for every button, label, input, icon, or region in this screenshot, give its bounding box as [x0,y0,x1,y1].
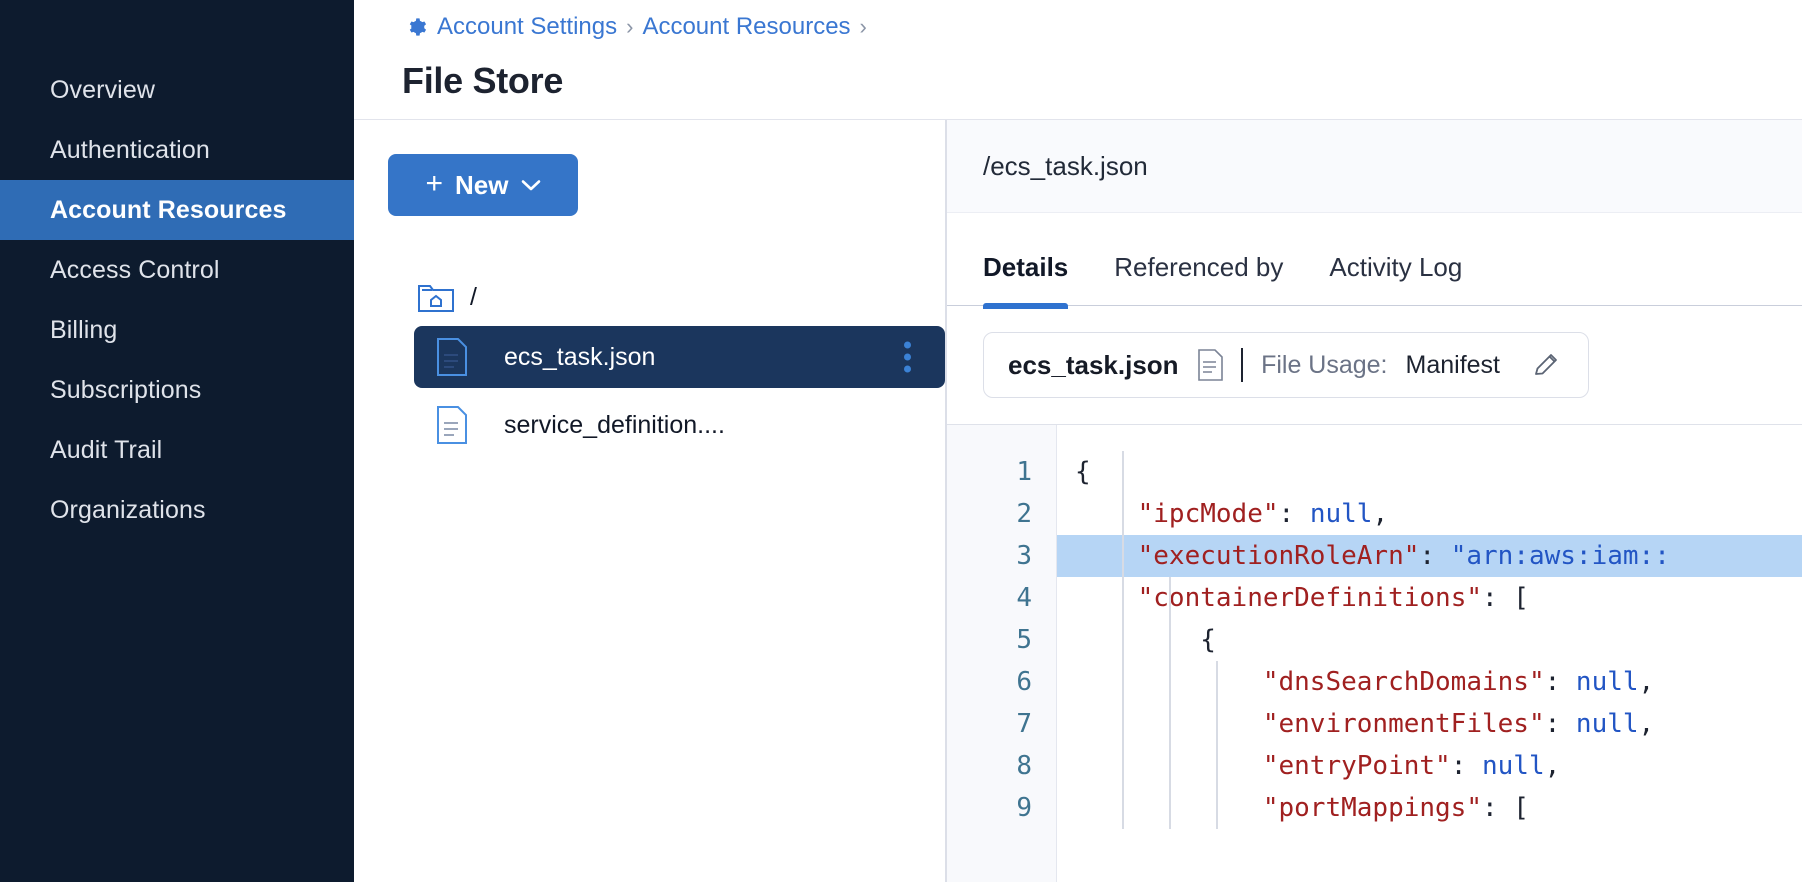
content-panes: + New [354,120,1802,882]
code-line: "environmentFiles": null, [1262,709,1655,739]
file-row-service-definition[interactable]: service_definition.... [414,394,945,456]
file-name: service_definition.... [504,410,725,439]
sidebar-item-label: Overview [50,75,155,104]
folder-home-icon [416,280,456,314]
document-icon [1197,349,1223,381]
file-row-ecs-task[interactable]: ecs_task.json [414,326,945,388]
indent-guide [1169,577,1171,829]
page-title: File Store [402,60,564,101]
sidebar-item-access-control[interactable]: Access Control [0,240,354,300]
file-usage-card: ecs_task.json File Usage: Manifest [983,332,1589,398]
usage-file-name: ecs_task.json [1008,349,1179,380]
sidebar-item-account-resources[interactable]: Account Resources [0,180,354,240]
sidebar-item-authentication[interactable]: Authentication [0,120,354,180]
sidebar-item-billing[interactable]: Billing [0,300,354,360]
line-number-gutter: 1 2 3 4 5 6 7 8 9 [947,425,1057,882]
code-line: { [1200,625,1216,655]
code-line: "executionRoleArn": "arn:aws:iam:: [1057,535,1802,577]
indent-guide [1122,451,1124,829]
file-tree: / ecs_task.json [388,274,945,456]
sidebar-item-overview[interactable]: Overview [0,60,354,120]
line-number: 5 [1016,625,1032,655]
pencil-icon[interactable] [1518,350,1562,380]
sidebar-item-label: Billing [50,315,118,344]
code-line: "entryPoint": null, [1262,751,1561,781]
json-code-editor[interactable]: 1 2 3 4 5 6 7 8 9 { "ipcMode": null, "executionR… [947,424,1802,882]
tab-referenced-by[interactable]: Referenced by [1114,252,1284,282]
sidebar-item-label: Subscriptions [50,375,202,404]
sidebar-item-label: Account Resources [50,195,287,224]
file-path-label: /ecs_task.json [947,120,1802,213]
line-number: 4 [1016,583,1032,613]
plus-icon: + [425,167,444,200]
file-icon [436,337,468,377]
tree-root-folder[interactable]: / [388,274,945,320]
sidebar-item-label: Authentication [50,135,210,164]
line-number: 3 [1016,541,1032,571]
code-line: { [1075,457,1091,487]
file-name: ecs_task.json [504,342,656,371]
kebab-menu-icon[interactable] [904,341,911,373]
new-button[interactable]: + New [388,154,578,216]
code-line: "containerDefinitions": [ [1137,583,1529,613]
sidebar-item-label: Audit Trail [50,435,163,464]
line-number: 2 [1016,499,1032,529]
breadcrumb-separator: › [626,14,634,39]
line-number: 6 [1016,667,1032,697]
main-region: Account Settings › Account Resources › F… [354,0,1802,882]
code-line: "dnsSearchDomains": null, [1262,667,1655,697]
tab-details[interactable]: Details [983,252,1069,309]
new-button-label: New [455,169,509,200]
sidebar-item-organizations[interactable]: Organizations [0,480,354,540]
breadcrumb: Account Settings › Account Resources › [402,6,1802,48]
sidebar-item-subscriptions[interactable]: Subscriptions [0,360,354,420]
gear-icon [402,14,428,40]
breadcrumb-link-account-resources[interactable]: Account Resources [642,13,851,40]
file-icon [436,405,468,445]
line-number: 1 [1016,457,1032,487]
line-number: 8 [1016,751,1032,781]
usage-label: File Usage: [1261,350,1388,379]
divider [1240,348,1244,382]
line-number: 7 [1016,709,1032,739]
code-line: "portMappings": [ [1262,793,1529,823]
file-tree-pane: + New [354,120,946,882]
sidebar-item-label: Organizations [50,495,206,524]
file-detail-pane: /ecs_task.json Details Referenced by Activ… [946,120,1802,882]
code-content[interactable]: { "ipcMode": null, "executionRoleArn": "… [1057,425,1802,882]
indent-guide [1216,661,1218,829]
line-number: 9 [1016,793,1032,823]
breadcrumb-separator-2: › [859,14,867,39]
sidebar-item-label: Access Control [50,255,220,284]
breadcrumb-link-account-settings[interactable]: Account Settings [437,13,618,40]
sidebar-item-audit-trail[interactable]: Audit Trail [0,420,354,480]
file-usage-section: ecs_task.json File Usage: Manifest [947,306,1802,424]
chevron-down-icon [521,179,541,192]
tree-root-label: / [470,282,477,311]
page-header: Account Settings › Account Resources › F… [354,0,1802,120]
tab-activity-log[interactable]: Activity Log [1329,252,1463,282]
code-line: "ipcMode": null, [1137,499,1389,529]
detail-tabs: Details Referenced by Activity Log [947,213,1802,309]
usage-value: Manifest [1405,350,1500,379]
